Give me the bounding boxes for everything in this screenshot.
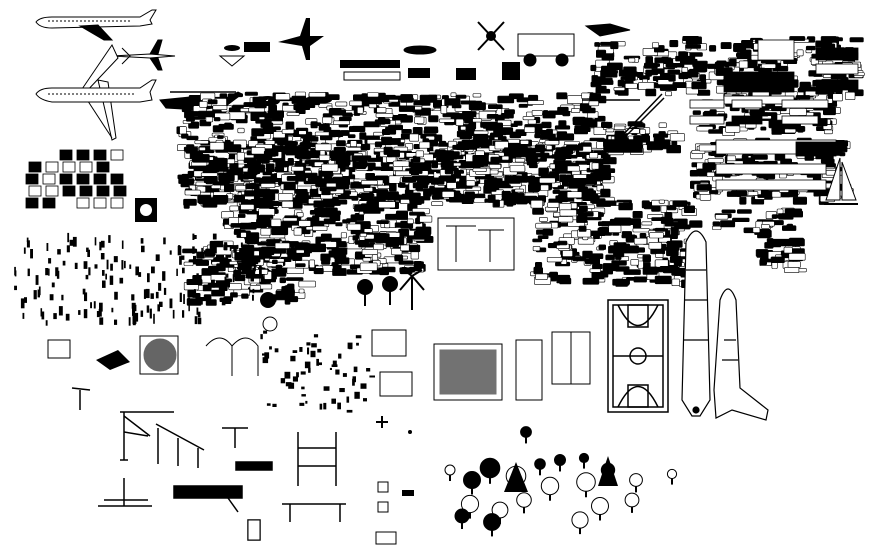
airliner-side-small	[111, 39, 176, 71]
people-figures	[14, 232, 375, 413]
misc-symbols	[47, 339, 414, 545]
bus-library	[689, 39, 859, 191]
wheelchair-sign	[135, 198, 157, 222]
sailboat	[824, 157, 858, 205]
car-library	[176, 35, 865, 306]
basketball-court	[607, 299, 669, 413]
trees-and-palms	[260, 269, 425, 332]
mining-truck	[517, 23, 631, 67]
airliner-bottom	[35, 79, 157, 103]
plan-drawings	[139, 217, 591, 401]
airliner-top	[35, 9, 157, 41]
helicopter	[403, 21, 505, 55]
space-shuttle	[681, 230, 769, 421]
tree-symbols	[444, 426, 678, 537]
jet-fighter	[218, 18, 324, 67]
road-sign-grid	[25, 149, 127, 209]
label-strips	[340, 60, 520, 81]
tower-crane	[582, 93, 665, 153]
gantry-structures	[71, 387, 346, 541]
